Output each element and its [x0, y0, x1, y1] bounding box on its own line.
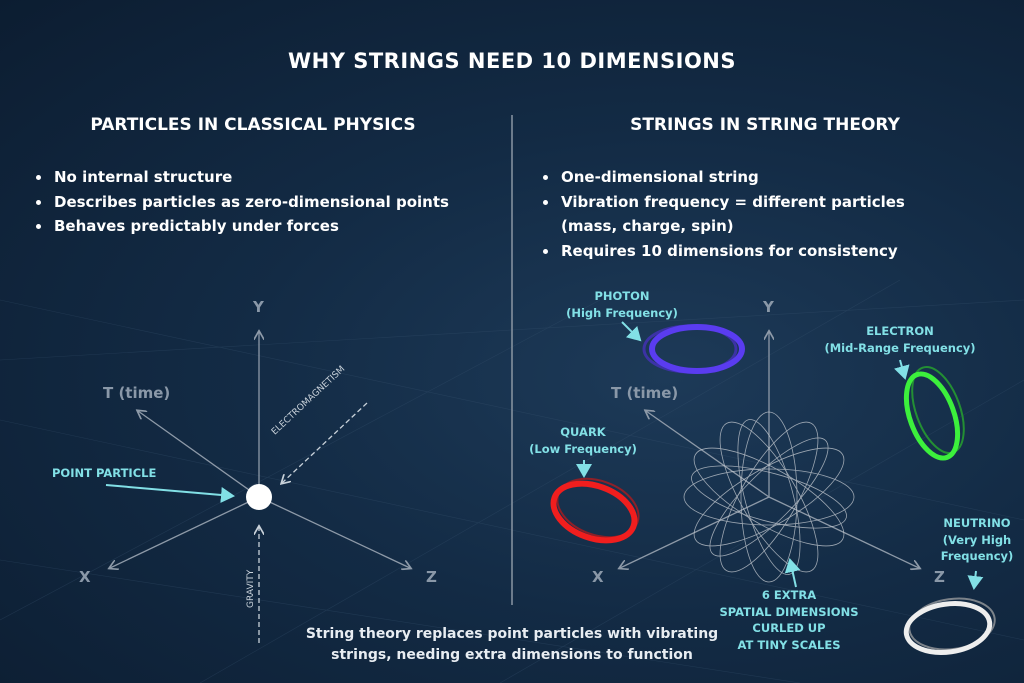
- bullet: Requires 10 dimensions for consistency: [559, 239, 949, 264]
- axis-label-y: Y: [763, 298, 774, 316]
- caption: String theory replaces point particles w…: [305, 626, 719, 663]
- point-particle-label: POINT PARTICLE: [52, 466, 157, 480]
- grid: [0, 279, 1024, 683]
- bullet: One-dimensional string: [559, 165, 949, 190]
- bullet: Behaves predictably under forces: [52, 214, 449, 239]
- axis-label-z: Z: [426, 568, 437, 586]
- neutrino-string: [903, 570, 996, 655]
- axis-label-x: X: [592, 568, 604, 586]
- quark-label: QUARK (Low Frequency): [529, 425, 637, 456]
- left-heading: PARTICLES IN CLASSICAL PHYSICS: [90, 115, 416, 135]
- bullet: Describes particles as zero-dimensional …: [52, 190, 449, 215]
- extra-dimensions-label: 6 EXTRA SPATIAL DIMENSIONS CURLED UP AT …: [719, 588, 859, 652]
- right-heading: STRINGS IN STRING THEORY: [630, 115, 900, 135]
- bullet: Vibration frequency = different particle…: [559, 190, 949, 239]
- axis-label-t: T (time): [611, 384, 679, 402]
- axis-label-x: X: [79, 568, 91, 586]
- string-bullets: One-dimensional string Vibration frequen…: [541, 165, 949, 263]
- bullet: No internal structure: [52, 165, 449, 190]
- classical-axes: [110, 332, 410, 568]
- axis-label-z: Z: [934, 568, 945, 586]
- photon-label: PHOTON (High Frequency): [566, 289, 678, 320]
- classical-bullets: No internal structure Describes particle…: [34, 165, 449, 239]
- calabi-yau-shape: [683, 411, 855, 583]
- quark-string: [550, 460, 640, 544]
- gravity-label: GRAVITY: [246, 569, 256, 608]
- photon-string: [621, 321, 745, 374]
- electron-string: [894, 359, 965, 461]
- axis-label-y: Y: [253, 298, 264, 316]
- point-pointer-arrow: [105, 484, 235, 503]
- page-title: WHY STRINGS NEED 10 DIMENSIONS: [287, 49, 737, 73]
- em-force-arrow: [282, 402, 368, 483]
- point-particle: [246, 484, 272, 510]
- electron-label: ELECTRON (Mid-Range Frequency): [824, 324, 976, 355]
- axis-label-t: T (time): [103, 384, 171, 402]
- neutrino-label: NEUTRINO (Very High Frequency): [940, 516, 1014, 563]
